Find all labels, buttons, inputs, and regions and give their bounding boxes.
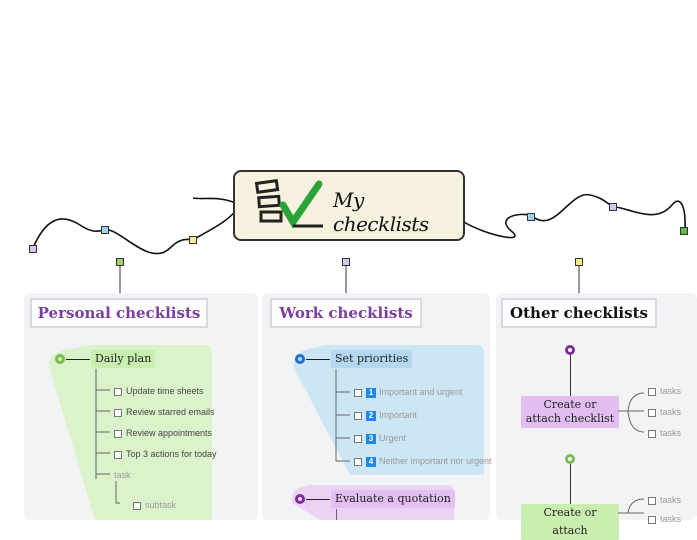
list-item[interactable]: Update time sheets: [114, 386, 204, 396]
connector-node[interactable]: [189, 236, 197, 244]
task-item[interactable]: tasks: [648, 428, 681, 438]
connector-node[interactable]: [680, 227, 688, 235]
subtask-item[interactable]: subtask: [133, 500, 176, 510]
work-group-shape: [293, 345, 484, 475]
central-title: My checklists: [333, 188, 429, 236]
connector-node[interactable]: [101, 226, 109, 234]
personal-root-dot: [55, 354, 65, 364]
connector-node[interactable]: [609, 203, 617, 211]
set-priorities-node[interactable]: Set priorities: [331, 350, 413, 368]
daily-plan-node[interactable]: Daily plan: [91, 350, 156, 368]
task-item[interactable]: task: [114, 470, 131, 480]
task-item[interactable]: tasks: [648, 495, 681, 505]
checklist-icon: [254, 178, 323, 229]
list-item[interactable]: Review starred emails: [114, 407, 215, 417]
work-title[interactable]: Work checklists: [270, 298, 422, 328]
other-title[interactable]: Other checklists: [501, 298, 657, 328]
create-attach-node[interactable]: Create or attach checklist: [521, 396, 619, 428]
task-item[interactable]: tasks: [648, 514, 681, 524]
central-topic[interactable]: My checklists: [233, 170, 465, 241]
list-item[interactable]: Top 3 actions for today: [114, 449, 217, 459]
connector-node[interactable]: [527, 213, 535, 221]
personal-title[interactable]: Personal checklists: [30, 298, 208, 328]
other-dot-1: [565, 345, 575, 355]
connector-node[interactable]: [29, 245, 37, 253]
task-item[interactable]: tasks: [648, 407, 681, 417]
create-attach-node-2[interactable]: Create or attach: [521, 504, 619, 540]
other-dot-2: [565, 454, 575, 464]
connector-node[interactable]: [342, 258, 350, 266]
evaluate-quotation-node[interactable]: Evaluate a quotation: [331, 490, 455, 508]
task-item[interactable]: tasks: [648, 386, 681, 396]
list-item[interactable]: Review appointments: [114, 428, 212, 438]
set-priorities-dot: [295, 354, 305, 364]
evaluate-dot: [295, 494, 305, 504]
connector-node[interactable]: [575, 258, 583, 266]
connector-node[interactable]: [116, 258, 124, 266]
personal-group-shape: [49, 345, 212, 520]
